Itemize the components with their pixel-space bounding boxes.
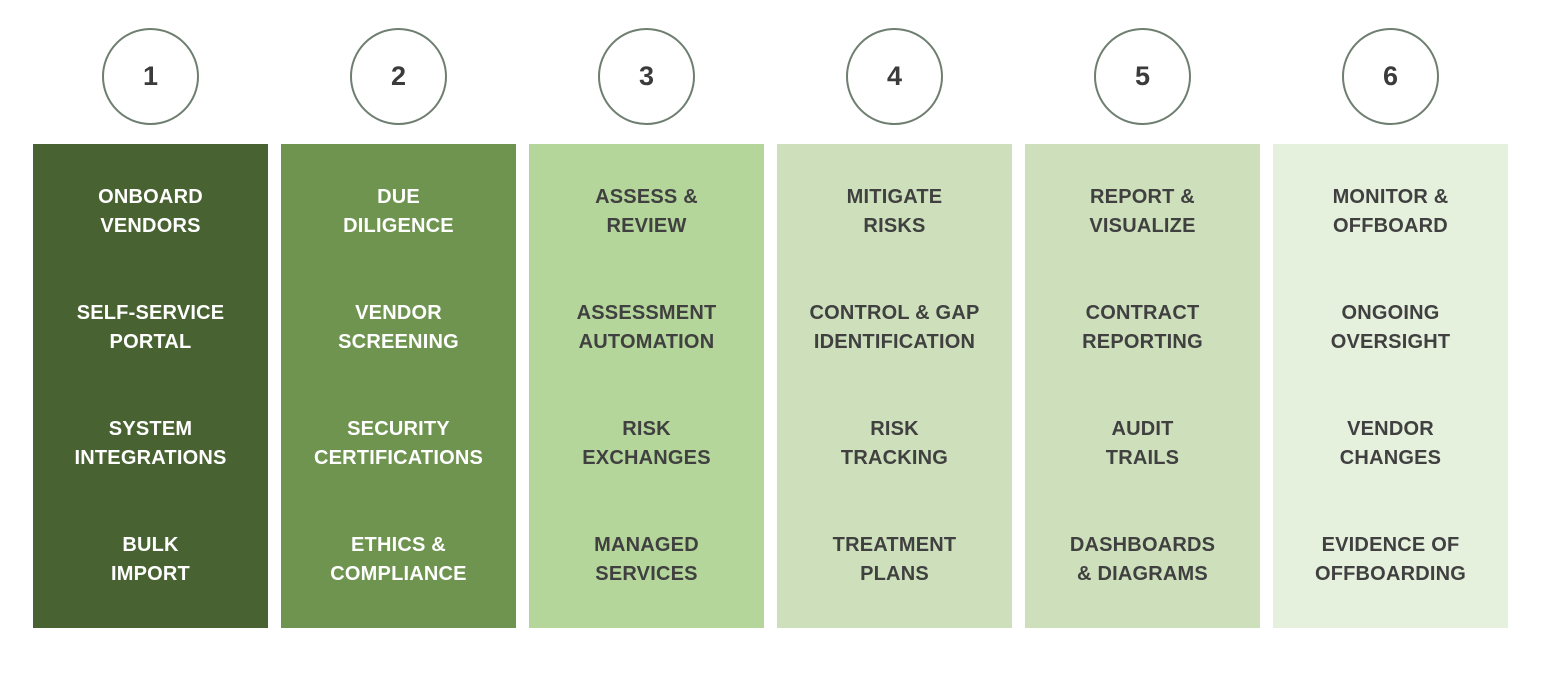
- stage-item: CONTROL & GAP IDENTIFICATION: [809, 302, 980, 353]
- process-diagram: 1 ONBOARD VENDORS SELF-SERVICE PORTAL SY…: [33, 28, 1508, 628]
- stage-item: RISK EXCHANGES: [582, 418, 711, 469]
- stage-item: CONTRACT REPORTING: [1082, 302, 1203, 353]
- stage-column-assess-review: 3 ASSESS & REVIEW ASSESSMENT AUTOMATION …: [529, 28, 764, 628]
- stage-column-due-diligence: 2 DUE DILIGENCE VENDOR SCREENING SECURIT…: [281, 28, 516, 628]
- stage-title: MITIGATE RISKS: [846, 186, 943, 237]
- stage-title: DUE DILIGENCE: [343, 186, 454, 237]
- stage-item: ONGOING OVERSIGHT: [1330, 302, 1451, 353]
- step-number: 5: [1134, 61, 1151, 91]
- step-circle: 1: [102, 28, 199, 125]
- stage-column-mitigate-risks: 4 MITIGATE RISKS CONTROL & GAP IDENTIFIC…: [777, 28, 1012, 628]
- stage-item: DASHBOARDS & DIAGRAMS: [1069, 534, 1216, 585]
- stage-title: REPORT & VISUALIZE: [1089, 186, 1196, 237]
- stage-item: AUDIT TRAILS: [1105, 418, 1180, 469]
- step-circle: 5: [1094, 28, 1191, 125]
- stage-item: VENDOR CHANGES: [1339, 418, 1442, 469]
- stage-item: ETHICS & COMPLIANCE: [330, 534, 467, 585]
- step-number: 6: [1382, 61, 1399, 91]
- stage-item: ASSESSMENT AUTOMATION: [576, 302, 717, 353]
- stage-item: SECURITY CERTIFICATIONS: [313, 418, 484, 469]
- stage-box: REPORT & VISUALIZE CONTRACT REPORTING AU…: [1025, 144, 1260, 628]
- stage-title: MONITOR & OFFBOARD: [1332, 186, 1449, 237]
- step-circle: 3: [598, 28, 695, 125]
- stage-box: MITIGATE RISKS CONTROL & GAP IDENTIFICAT…: [777, 144, 1012, 628]
- stage-item: TREATMENT PLANS: [832, 534, 957, 585]
- step-number: 1: [142, 61, 159, 91]
- stage-item: VENDOR SCREENING: [338, 302, 459, 353]
- stage-box: MONITOR & OFFBOARD ONGOING OVERSIGHT VEN…: [1273, 144, 1508, 628]
- stage-box: ASSESS & REVIEW ASSESSMENT AUTOMATION RI…: [529, 144, 764, 628]
- stage-title: ASSESS & REVIEW: [595, 186, 698, 237]
- step-number: 2: [390, 61, 407, 91]
- stage-column-report-visualize: 5 REPORT & VISUALIZE CONTRACT REPORTING …: [1025, 28, 1260, 628]
- stage-item: MANAGED SERVICES: [594, 534, 699, 585]
- stage-item: SYSTEM INTEGRATIONS: [74, 418, 227, 469]
- stage-column-onboard-vendors: 1 ONBOARD VENDORS SELF-SERVICE PORTAL SY…: [33, 28, 268, 628]
- stage-title: ONBOARD VENDORS: [98, 186, 203, 237]
- stage-box: DUE DILIGENCE VENDOR SCREENING SECURITY …: [281, 144, 516, 628]
- stage-item: BULK IMPORT: [111, 534, 190, 585]
- step-circle: 4: [846, 28, 943, 125]
- stage-column-monitor-offboard: 6 MONITOR & OFFBOARD ONGOING OVERSIGHT V…: [1273, 28, 1508, 628]
- step-number: 4: [886, 61, 903, 91]
- step-circle: 2: [350, 28, 447, 125]
- step-circle: 6: [1342, 28, 1439, 125]
- stage-item: RISK TRACKING: [840, 418, 949, 469]
- stage-item: SELF-SERVICE PORTAL: [76, 302, 225, 353]
- stage-item: EVIDENCE OF OFFBOARDING: [1314, 534, 1467, 585]
- stage-box: ONBOARD VENDORS SELF-SERVICE PORTAL SYST…: [33, 144, 268, 628]
- step-number: 3: [638, 61, 655, 91]
